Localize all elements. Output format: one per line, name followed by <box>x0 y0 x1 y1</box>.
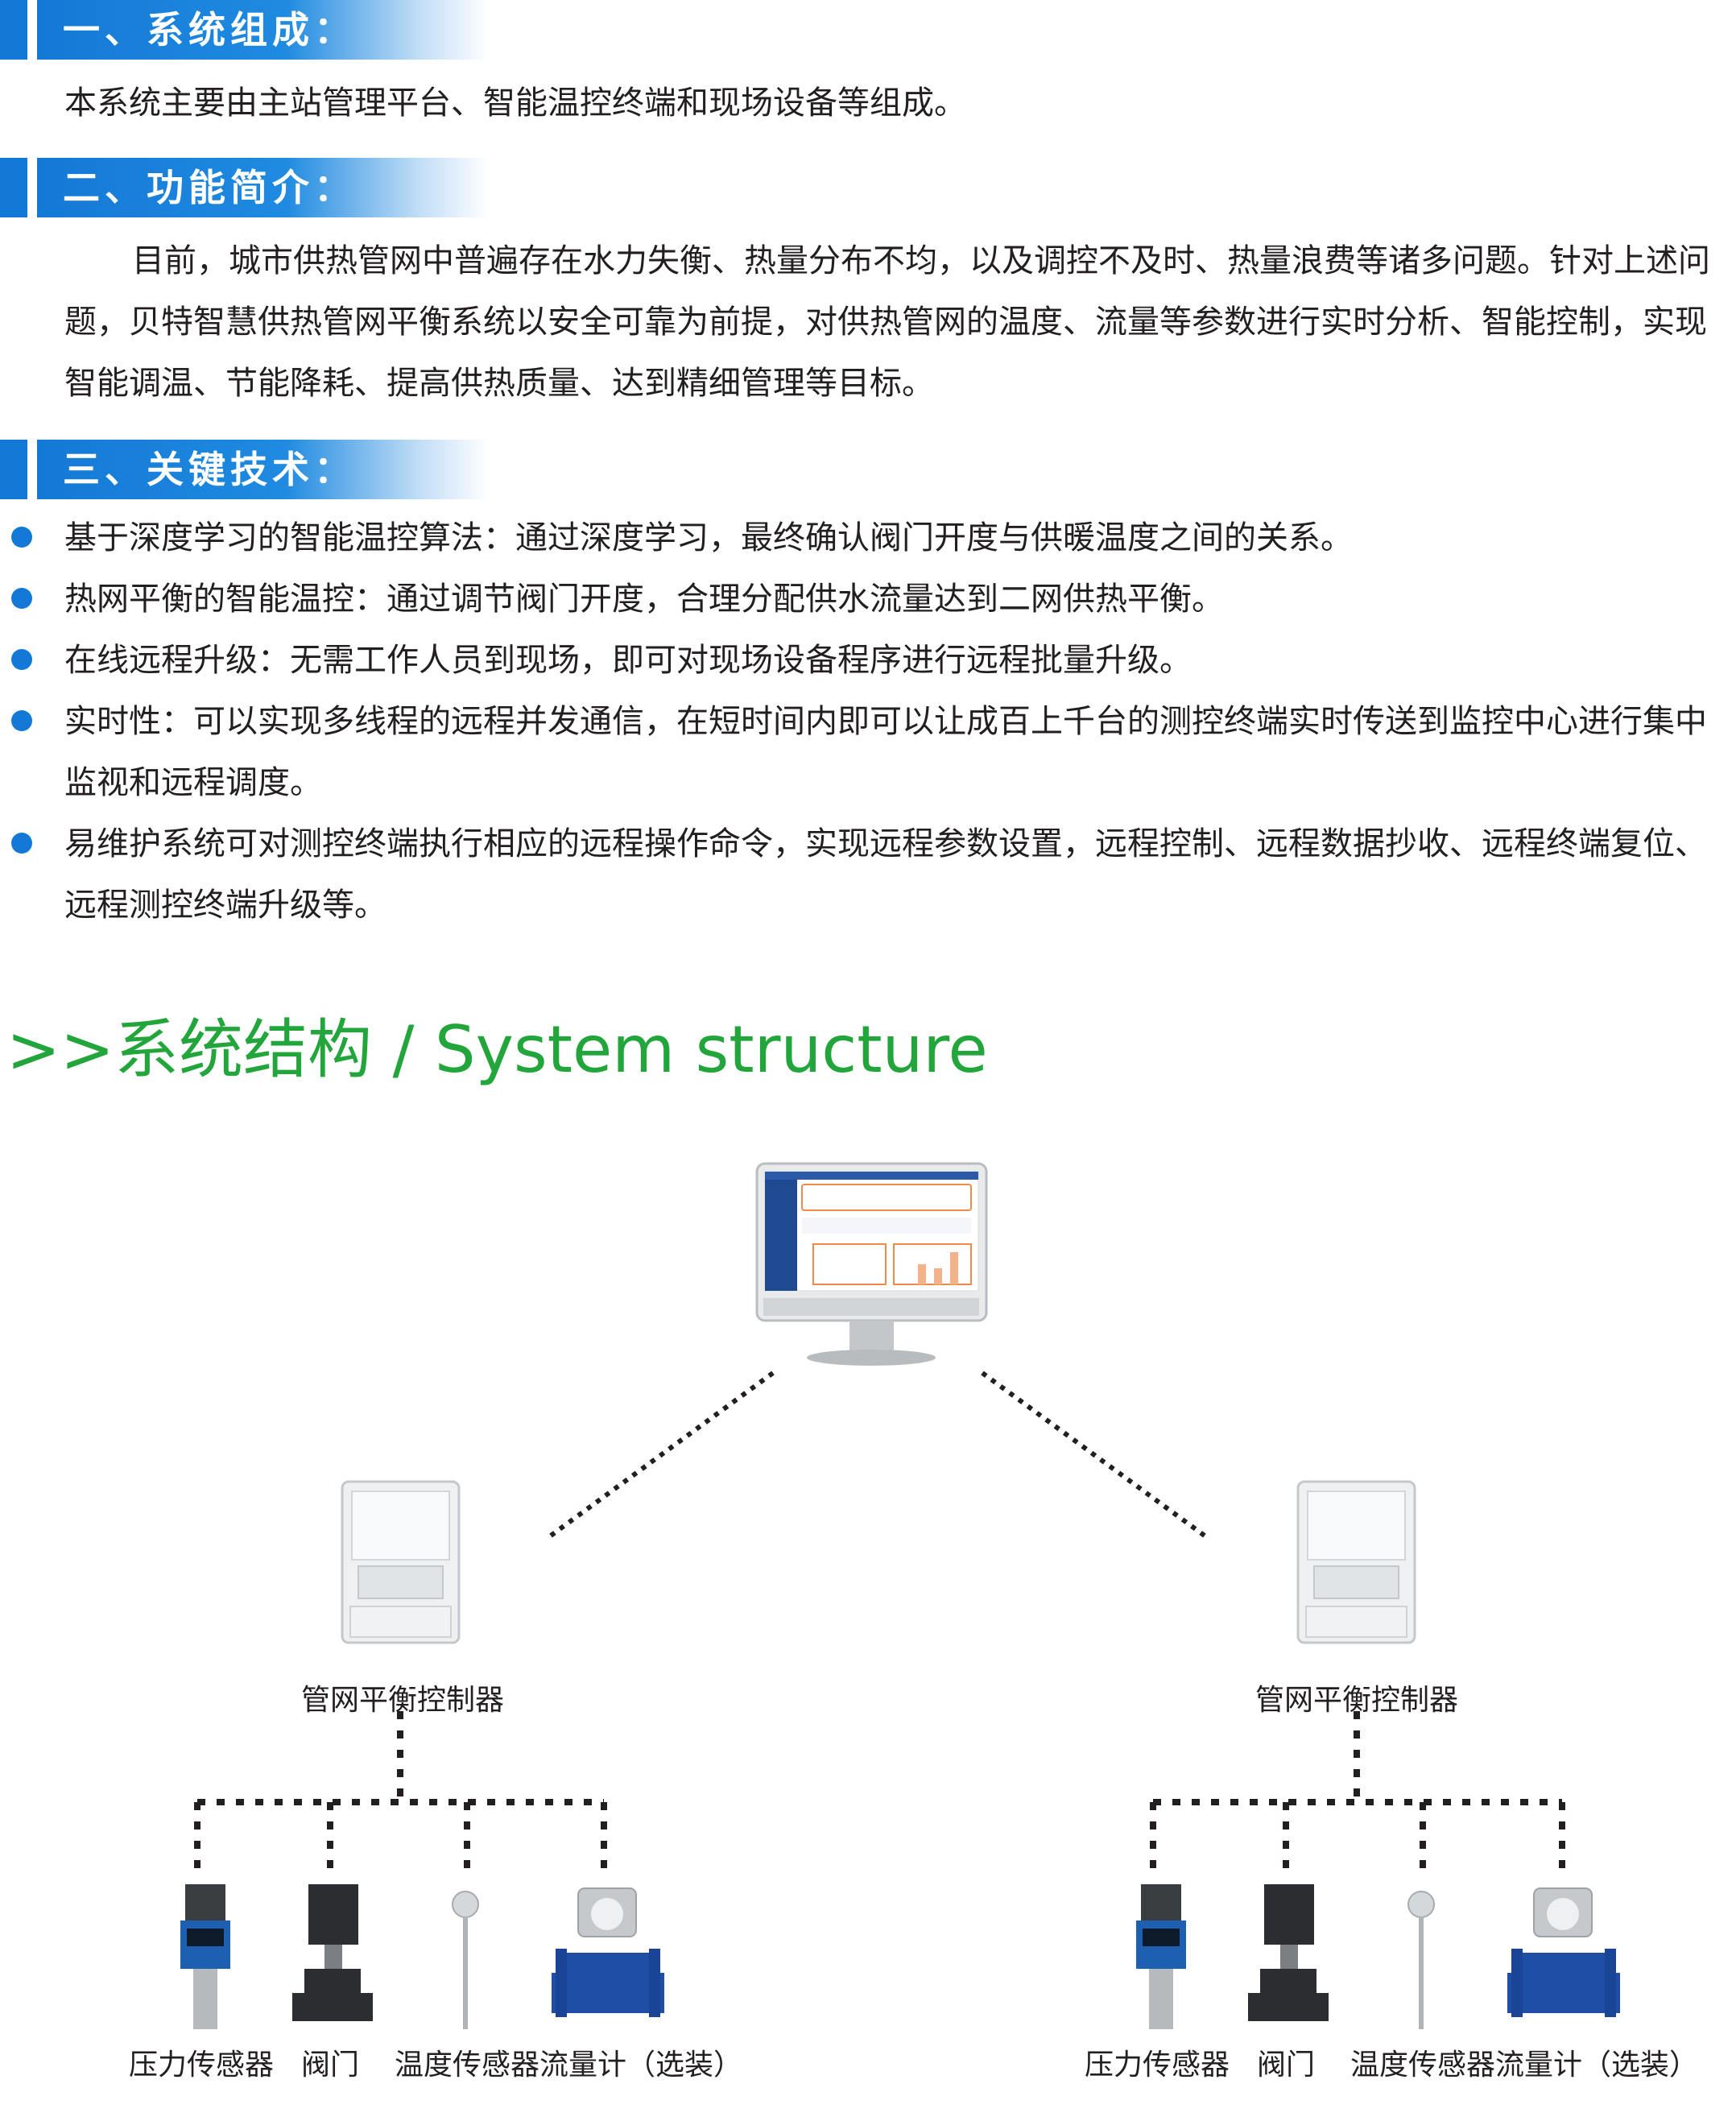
list-item-text: 易维护系统可对测控终端执行相应的远程操作命令，实现远程参数设置，远程控制、远程数… <box>64 825 1707 924</box>
device-label: 流量计（选装） <box>1495 2049 1699 2082</box>
link-line <box>981 1371 1209 1540</box>
tree-lines <box>1150 1711 1565 1868</box>
section-title: 二、功能简介： <box>63 166 356 209</box>
device-label: 压力传感器 <box>1085 2049 1230 2082</box>
header-gradient-bar <box>37 0 488 60</box>
section-header-functions: 二、功能简介： <box>0 158 488 217</box>
list-item-text: 在线远程升级：无需工作人员到现场，即可对现场设备程序进行远程批量升级。 <box>64 642 1192 679</box>
temperature-sensor-icon <box>1407 1891 1435 2029</box>
header-accent-bar <box>0 158 27 217</box>
device-label: 阀门 <box>1256 2049 1315 2082</box>
tree-lines <box>194 1711 607 1868</box>
list-item: 在线远程升级：无需工作人员到现场，即可对现场设备程序进行远程批量升级。 <box>0 630 1715 691</box>
pressure-sensor-icon <box>180 1884 230 2029</box>
controller-label: 管网平衡控制器 <box>300 1684 504 1717</box>
header-gradient-bar <box>37 158 488 217</box>
device-label: 压力传感器 <box>129 2049 275 2082</box>
header-accent-bar <box>0 0 27 60</box>
bullet-dot-icon <box>11 527 32 548</box>
section-title: 三、关键技术： <box>63 448 356 491</box>
bullet-dot-icon <box>11 649 32 670</box>
list-item: 热网平衡的智能温控：通过调节阀门开度，合理分配供水流量达到二网供热平衡。 <box>0 568 1715 630</box>
flow-meter-icon <box>1507 1887 1620 2017</box>
controller-icon <box>341 1480 461 1644</box>
section-header-key-tech: 三、关键技术： <box>0 440 488 499</box>
section-paragraph: 本系统主要由主站管理平台、智能温控终端和现场设备等组成。 <box>64 85 966 122</box>
link-line <box>546 1371 775 1540</box>
flow-meter-icon <box>552 1887 664 2017</box>
device-label: 流量计（选装） <box>539 2049 743 2082</box>
device-label: 温度传感器 <box>1350 2049 1496 2082</box>
system-structure-title: >>系统结构 / System structure <box>6 1012 988 1087</box>
bullet-dot-icon <box>11 710 32 731</box>
list-item-text: 基于深度学习的智能温控算法：通过深度学习，最终确认阀门开度与供暖温度之间的关系。 <box>64 519 1353 556</box>
list-item-text: 热网平衡的智能温控：通过调节阀门开度，合理分配供水流量达到二网供热平衡。 <box>64 581 1224 618</box>
monitor-icon <box>755 1162 988 1366</box>
list-item: 实时性：可以实现多线程的远程并发通信，在短时间内即可以让成百上千台的测控终端实时… <box>0 691 1715 813</box>
device-label: 温度传感器 <box>395 2049 540 2082</box>
bullet-dot-icon <box>11 833 32 854</box>
section-title: 一、系统组成： <box>63 8 356 52</box>
list-item: 基于深度学习的智能温控算法：通过深度学习，最终确认阀门开度与供暖温度之间的关系。 <box>0 507 1715 568</box>
bullet-dot-icon <box>11 588 32 609</box>
temperature-sensor-icon <box>452 1891 479 2029</box>
controller-label: 管网平衡控制器 <box>1254 1684 1458 1717</box>
list-item-text: 实时性：可以实现多线程的远程并发通信，在短时间内即可以让成百上千台的测控终端实时… <box>64 703 1707 801</box>
section-header-composition: 一、系统组成： <box>0 0 488 60</box>
section-paragraph: 目前，城市供热管网中普遍存在水力失衡、热量分布不均，以及调控不及时、热量浪费等诸… <box>64 242 1710 402</box>
device-label: 阀门 <box>300 2049 359 2082</box>
list-item: 易维护系统可对测控终端执行相应的远程操作命令，实现远程参数设置，远程控制、远程数… <box>0 813 1715 936</box>
header-gradient-bar <box>37 440 488 499</box>
valve-icon <box>1248 1884 1329 2021</box>
key-tech-list: 基于深度学习的智能温控算法：通过深度学习，最终确认阀门开度与供暖温度之间的关系。… <box>0 507 1736 936</box>
header-accent-bar <box>0 440 27 499</box>
valve-icon <box>292 1884 373 2021</box>
controller-icon <box>1296 1480 1416 1644</box>
pressure-sensor-icon <box>1136 1884 1186 2029</box>
